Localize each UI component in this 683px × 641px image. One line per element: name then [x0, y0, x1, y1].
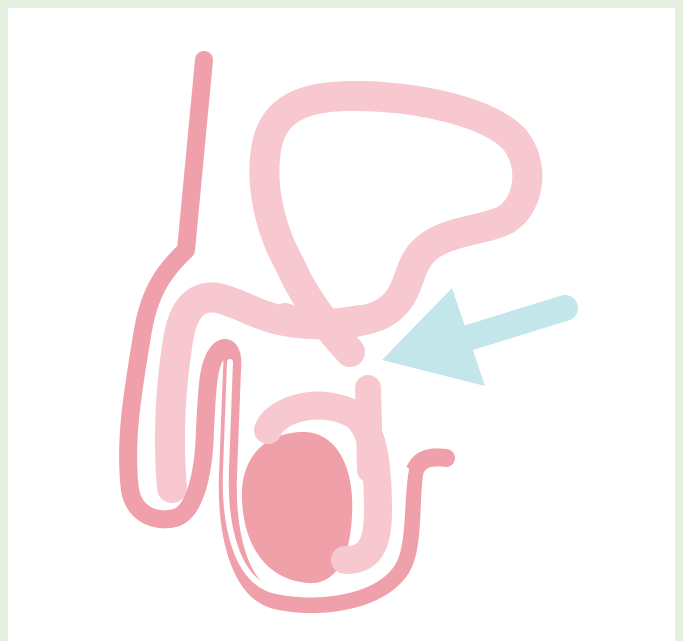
vas-deferens-upper — [368, 388, 370, 470]
bladder-seminal-duct — [264, 96, 527, 352]
arrow-shaft — [455, 308, 565, 342]
